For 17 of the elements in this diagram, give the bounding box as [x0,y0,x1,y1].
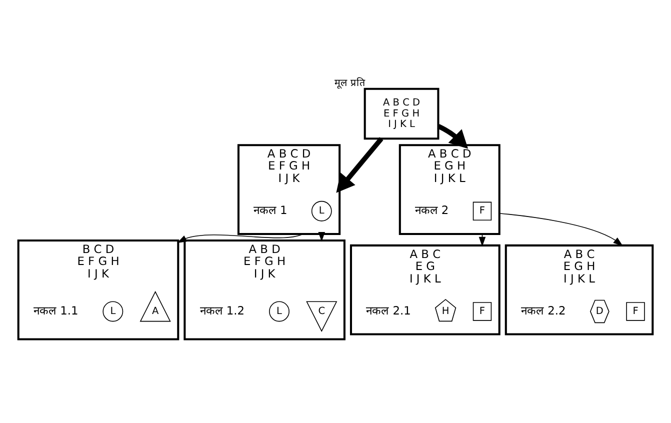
node-circle: L [269,300,290,322]
node-circle: L [102,300,124,322]
node-label: नकल 1 [253,202,288,217]
node-label: नकल 1.2 [200,302,245,317]
arrow [336,136,384,192]
node-label: नकल 2 [414,202,449,217]
node-box: F [472,201,492,220]
node-circle: L [311,200,332,221]
arrow [498,212,623,246]
node-label: नकल 1.1 [33,302,78,317]
node-label: नकल 2.1 [366,302,411,317]
node-box: A B C D E F G H I J K L [364,87,440,140]
node-label: मूल प्रति [334,78,366,89]
node-label: नकल 2.2 [521,302,566,317]
node-box: F [626,302,645,320]
arrow [437,123,468,148]
node-box: F [472,302,492,320]
